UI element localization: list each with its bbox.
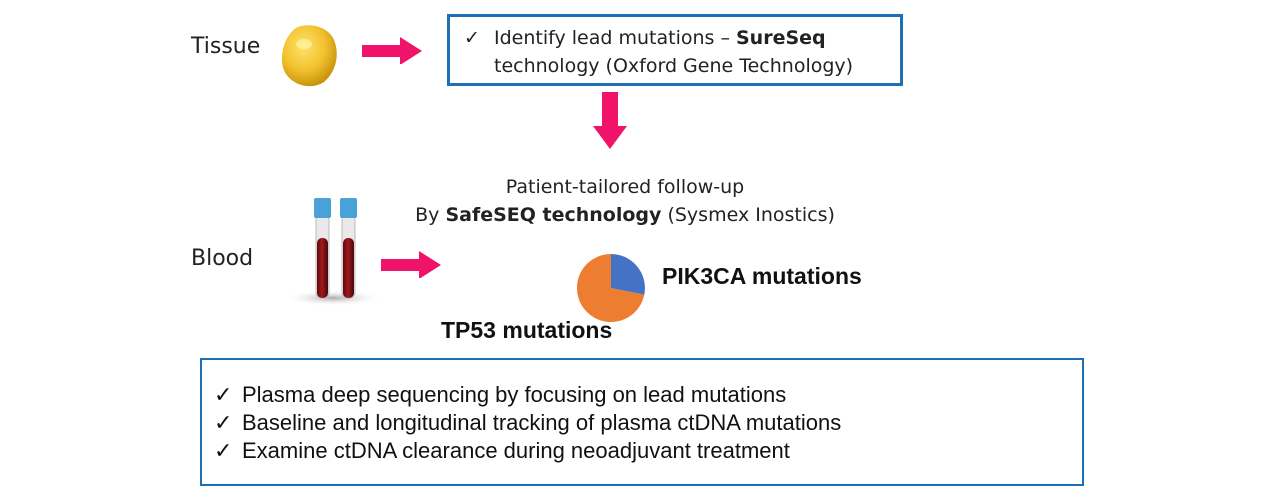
sureseq-technology-text: technology (Oxford Gene Technology) <box>494 55 854 77</box>
followup-suffix: (Sysmex Inostics) <box>661 204 835 226</box>
lead-mutations-text: Identify lead mutations – <box>494 27 736 49</box>
tp53-label: TP53 mutations <box>441 317 613 343</box>
list-item-text: Examine ctDNA clearance during neoadjuva… <box>242 438 790 463</box>
check-icon: ✓ <box>214 382 233 407</box>
list-item-text: Baseline and longitudinal tracking of pl… <box>242 410 842 435</box>
followup-title: Patient-tailored follow-up <box>505 176 745 198</box>
tissue-label: Tissue <box>191 34 261 59</box>
check-icon: ✓ <box>464 27 480 49</box>
tissue-sample-icon <box>281 25 337 87</box>
check-icon: ✓ <box>214 410 233 435</box>
safeseq-text: SafeSEQ technology <box>445 204 662 226</box>
arrow-down-icon <box>593 92 627 149</box>
sureseq-text: SureSeq <box>736 27 826 49</box>
pie-slice-pik3ca <box>611 254 645 295</box>
blood-tubes-icon <box>283 198 383 306</box>
plasma-analysis-box: ✓ Plasma deep sequencing by focusing on l… <box>200 358 1084 486</box>
check-icon: ✓ <box>214 438 233 463</box>
arrow-right-icon-2 <box>381 251 441 278</box>
list-item-text: Plasma deep sequencing by focusing on le… <box>242 382 787 407</box>
followup-technology: By SafeSEQ technology (Sysmex Inostics) <box>300 204 950 226</box>
followup-prefix: By <box>415 204 446 226</box>
pik3ca-label: PIK3CA mutations <box>662 263 862 289</box>
lead-mutations-box: ✓ Identify lead mutations – SureSeq techn… <box>447 14 903 86</box>
mutations-pie-chart <box>576 253 645 322</box>
list-item: ✓ Examine ctDNA clearance during neoadjuv… <box>214 438 790 464</box>
list-item: ✓ Baseline and longitudinal tracking of p… <box>214 410 841 436</box>
arrow-right-icon <box>362 37 422 64</box>
lead-mutations-line: ✓ Identify lead mutations – SureSeq <box>464 27 826 49</box>
list-item: ✓ Plasma deep sequencing by focusing on l… <box>214 382 786 408</box>
pie-slice-tp53 <box>576 253 645 322</box>
blood-label: Blood <box>191 246 254 271</box>
